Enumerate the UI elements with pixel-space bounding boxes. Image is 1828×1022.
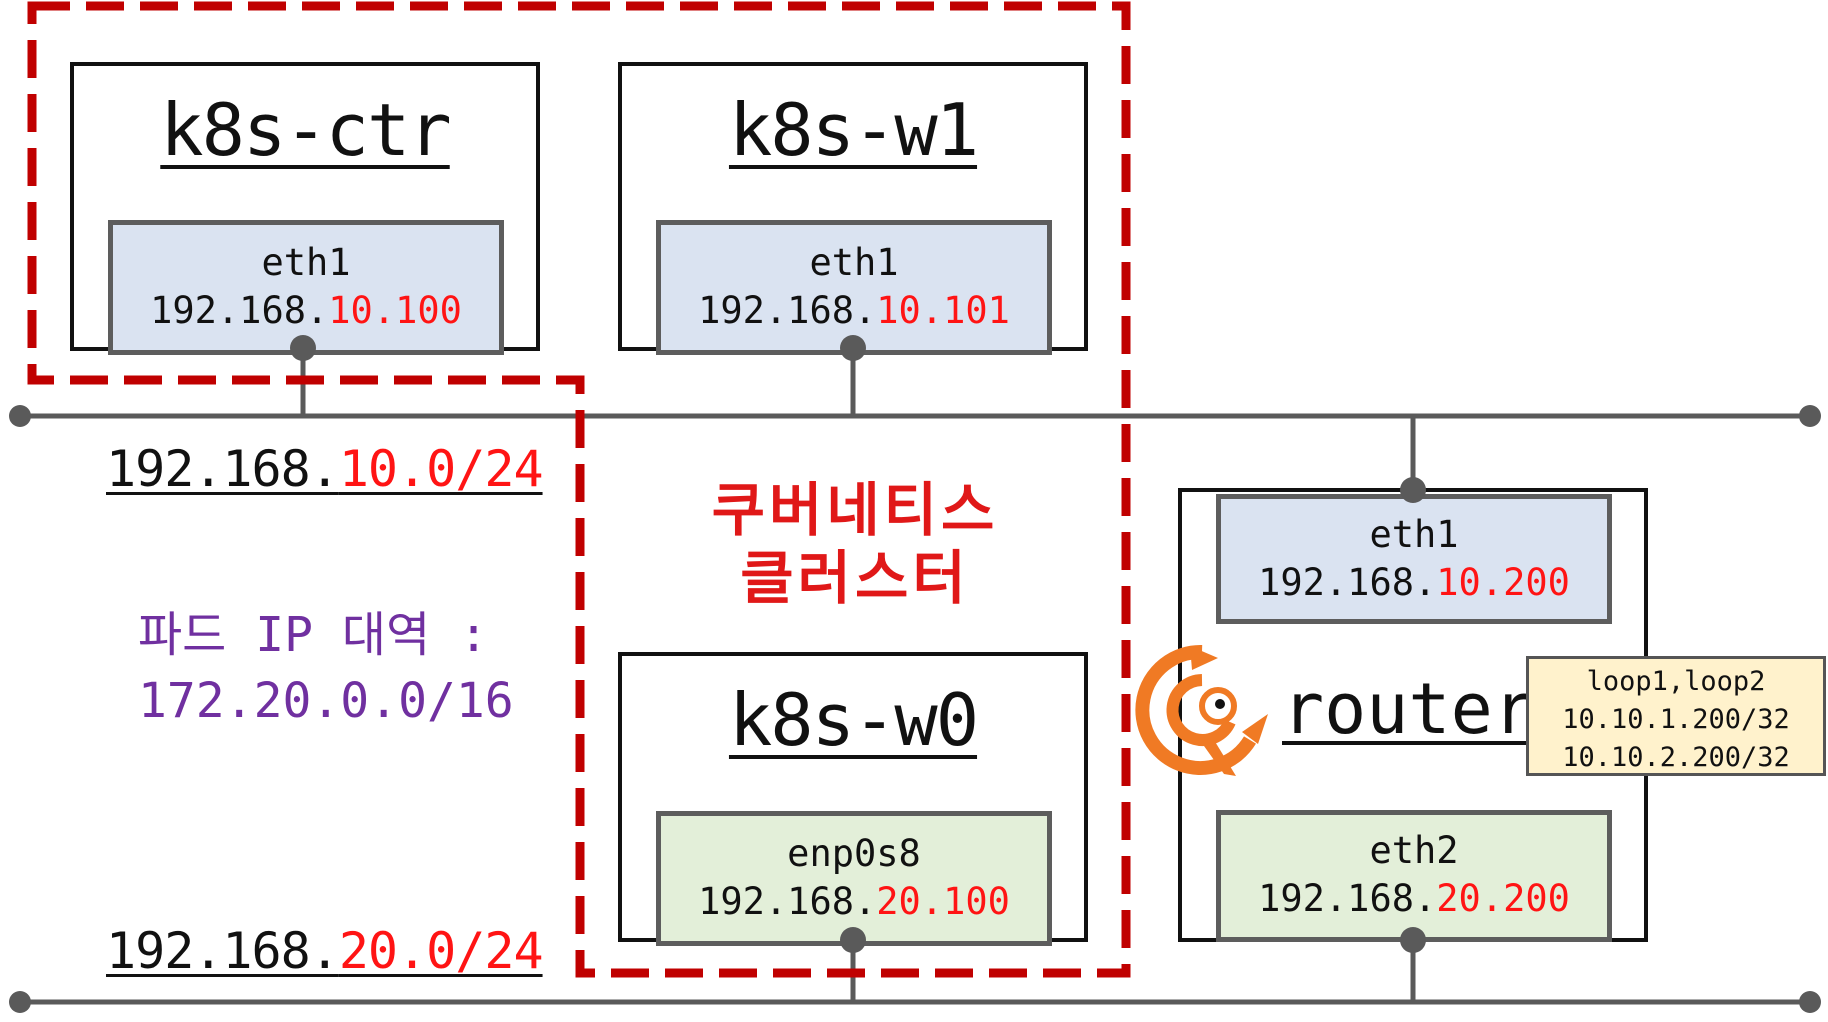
interface-enp0s8: enp0s8 192.168.20.100 bbox=[656, 811, 1052, 946]
cluster-label: 쿠버네티스 클러스터 bbox=[711, 476, 999, 612]
loopback-box: loop1,loop2 10.10.1.200/32 10.10.2.200/3… bbox=[1526, 656, 1826, 776]
interface-name: eth1 bbox=[1369, 513, 1459, 556]
interface-ip: 192.168.10.100 bbox=[150, 289, 462, 332]
interface-ip: 192.168.10.200 bbox=[1258, 561, 1570, 604]
interface-ip: 192.168.20.200 bbox=[1258, 877, 1570, 920]
subnet-label-20: 192.168.20.0/24 bbox=[106, 922, 544, 980]
node-k8s-w1: k8s-w1 eth1 192.168.10.101 bbox=[618, 62, 1088, 355]
interface-name: enp0s8 bbox=[787, 832, 921, 875]
router-title: router bbox=[1282, 668, 1535, 750]
interface-name: eth1 bbox=[261, 241, 351, 284]
loopback-ip-2: 10.10.2.200/32 bbox=[1562, 742, 1790, 773]
loopback-names: loop1,loop2 bbox=[1586, 666, 1766, 697]
interface-ip: 192.168.20.100 bbox=[698, 880, 1010, 923]
interface-ip: 192.168.10.101 bbox=[698, 289, 1010, 332]
node-title: k8s-w0 bbox=[728, 678, 979, 762]
node-k8s-ctr: k8s-ctr eth1 192.168.10.100 bbox=[70, 62, 540, 355]
node-title: k8s-w1 bbox=[728, 88, 979, 172]
interface-eth1: eth1 192.168.10.101 bbox=[656, 220, 1052, 355]
interface-name: eth1 bbox=[809, 241, 899, 284]
loopback-ip-1: 10.10.1.200/32 bbox=[1562, 704, 1790, 735]
bird-logo-icon bbox=[1135, 644, 1268, 776]
interface-eth1: eth1 192.168.10.100 bbox=[108, 220, 504, 355]
subnet-label-10: 192.168.10.0/24 bbox=[106, 440, 544, 498]
node-title: k8s-ctr bbox=[160, 88, 451, 172]
pod-ip-range: 파드 IP 대역 : 172.20.0.0/16 bbox=[138, 607, 514, 729]
node-k8s-w0: k8s-w0 enp0s8 192.168.20.100 bbox=[618, 652, 1088, 946]
interface-name: eth2 bbox=[1369, 829, 1459, 872]
